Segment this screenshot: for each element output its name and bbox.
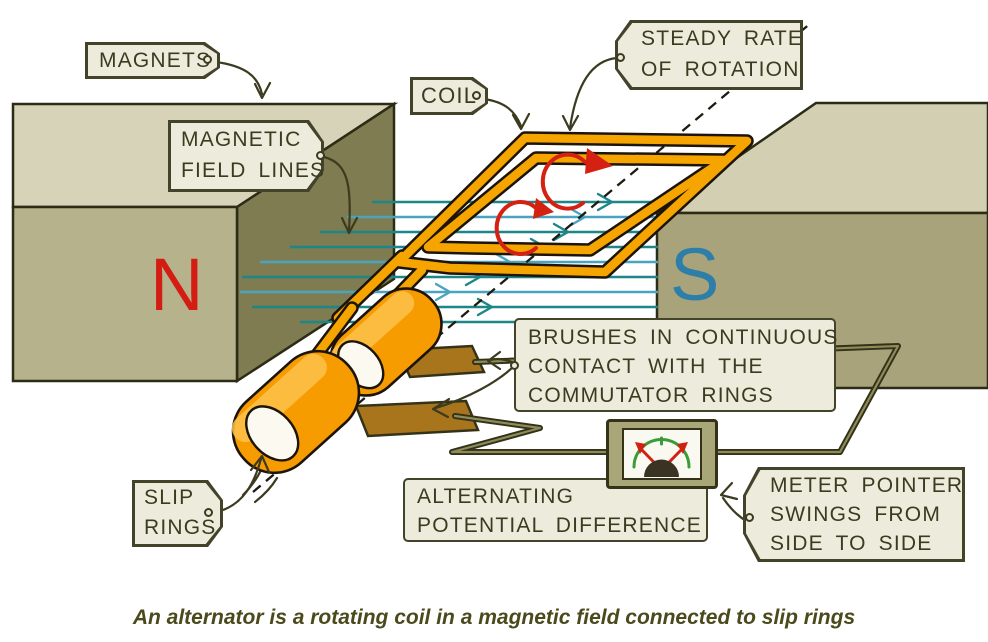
label-line: MAGNETS bbox=[99, 49, 212, 72]
north-pole-letter: N bbox=[150, 243, 204, 326]
label-line: BRUSHES IN CONTINUOUS bbox=[528, 326, 839, 349]
magnets-label: MAGNETS bbox=[85, 42, 220, 79]
label-line: COMMUTATOR RINGS bbox=[528, 384, 774, 407]
slip-rings-art bbox=[231, 287, 443, 475]
meter bbox=[606, 419, 718, 489]
lower-brush bbox=[354, 399, 480, 438]
south-pole-letter: S bbox=[670, 233, 720, 316]
tag-hole bbox=[510, 361, 519, 370]
steady-rate-arrow bbox=[568, 56, 619, 130]
label-line: SIDE TO SIDE bbox=[770, 532, 933, 555]
field-arrowhead bbox=[569, 207, 587, 227]
field-arrowhead bbox=[434, 282, 452, 302]
diagram-caption: An alternator is a rotating coil in a ma… bbox=[132, 606, 856, 629]
label-line: RINGS bbox=[144, 516, 217, 539]
label-line: POTENTIAL DIFFERENCE bbox=[417, 514, 702, 537]
meter-face bbox=[622, 428, 702, 480]
brushes-arrow-long bbox=[434, 364, 516, 410]
meter-pointer-label: METER POINTER SWINGS FROM SIDE TO SIDE bbox=[743, 467, 965, 562]
magnetic-field-lines-label: MAGNETIC FIELD LINES bbox=[168, 120, 326, 192]
label-line: OF ROTATION bbox=[641, 58, 800, 81]
slip-rings-arrow bbox=[218, 457, 263, 513]
label-line: METER POINTER bbox=[770, 474, 964, 497]
label-line: STEADY RATE bbox=[641, 27, 804, 50]
front-slip-ring bbox=[231, 349, 361, 475]
label-pointer-arrows bbox=[214, 56, 757, 528]
label-line: ALTERNATING bbox=[417, 485, 575, 508]
label-line: FIELD LINES bbox=[181, 159, 326, 182]
rotation-arrows bbox=[494, 148, 613, 256]
field-arrowhead bbox=[476, 297, 494, 317]
label-line: COIL bbox=[421, 83, 478, 108]
tag-hole bbox=[203, 55, 212, 64]
brushes-label: BRUSHES IN CONTINUOUS CONTACT WITH THE C… bbox=[510, 318, 839, 412]
label-line: CONTACT WITH THE bbox=[528, 355, 764, 378]
slip-rings-label: SLIP RINGS bbox=[132, 480, 223, 547]
tag-hole bbox=[616, 53, 625, 62]
tag-hole bbox=[316, 151, 325, 160]
tag-hole bbox=[472, 91, 481, 100]
coil-label: COIL bbox=[410, 77, 488, 115]
meter-gauge-icon bbox=[632, 436, 691, 477]
field-arrowhead bbox=[552, 222, 570, 242]
field-arrowhead bbox=[596, 192, 614, 212]
label-line: SWINGS FROM bbox=[770, 503, 942, 526]
magnets-arrow bbox=[214, 60, 264, 96]
label-line: MAGNETIC bbox=[181, 128, 302, 151]
tag-hole bbox=[204, 508, 213, 517]
tag-hole bbox=[745, 513, 754, 522]
axis-tail-whisker bbox=[253, 476, 279, 504]
steady-rate-of-rotation-label: STEADY RATE OF ROTATION bbox=[615, 20, 803, 90]
label-line: SLIP bbox=[144, 486, 195, 509]
field-lines-arrow bbox=[322, 155, 351, 232]
coil-arrow bbox=[482, 97, 523, 128]
